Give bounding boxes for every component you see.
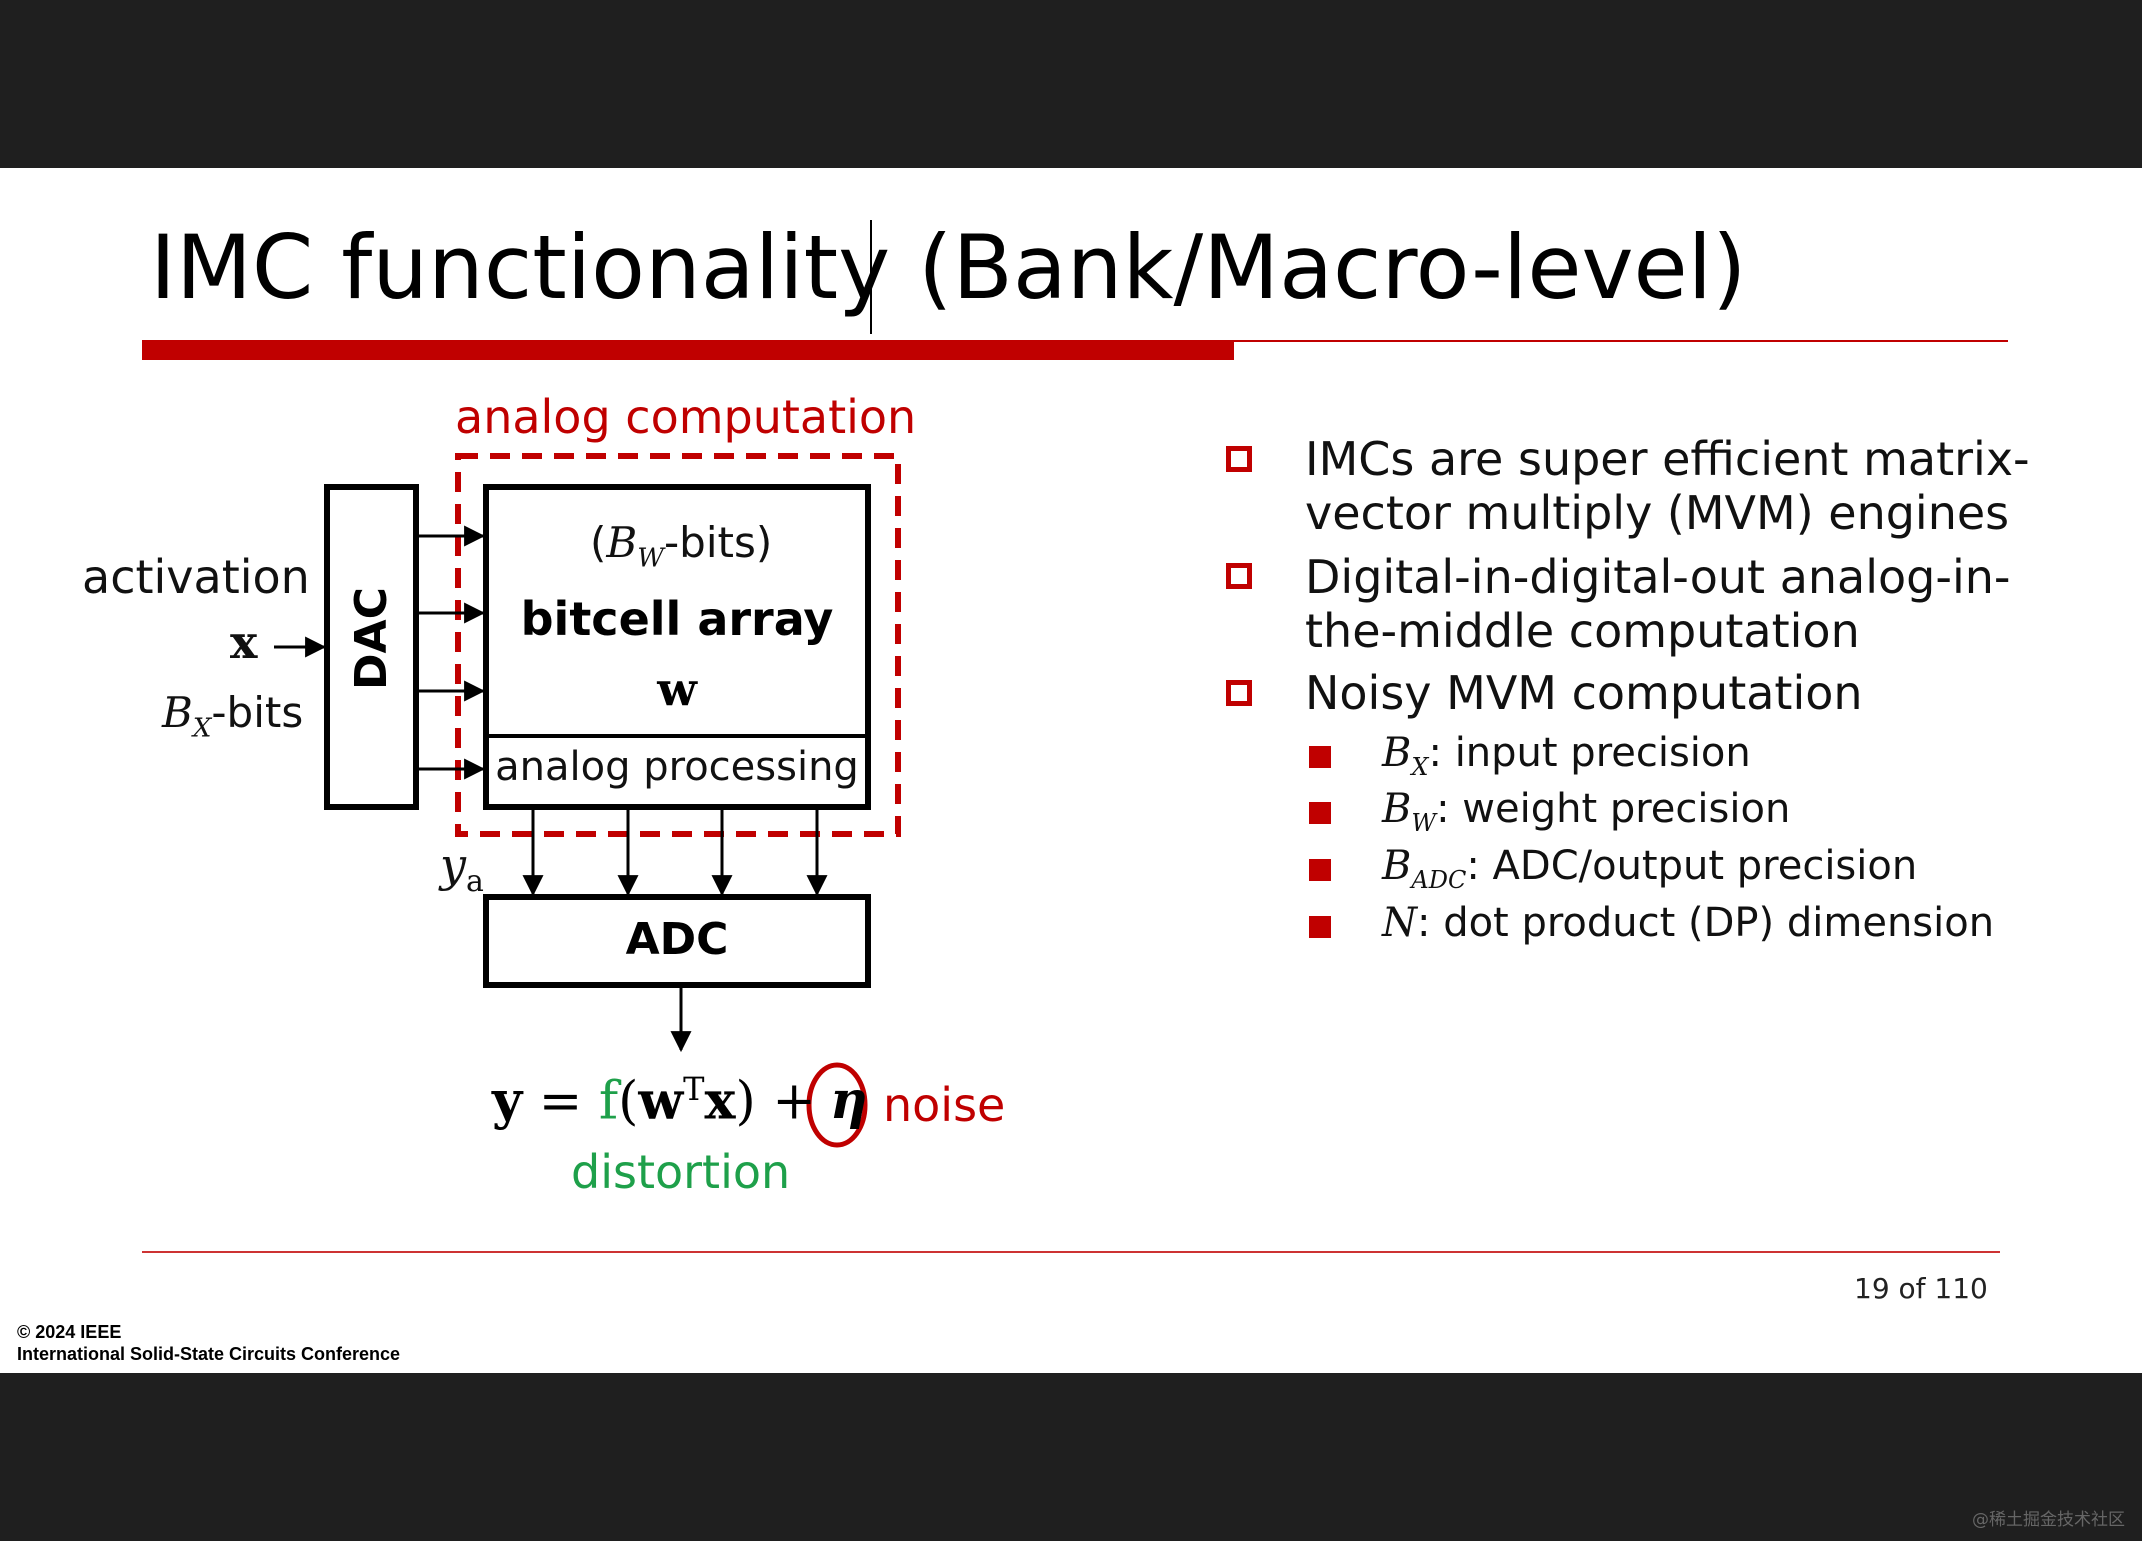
sub-bullet-3: BADC: ADC/output precision [1382, 843, 1918, 894]
copyright-notice: © 2024 IEEE International Solid-State Ci… [17, 1321, 400, 1365]
bullet-2-line-1: Digital-in-digital-out analog-in- [1305, 550, 2011, 604]
input-var-x: x [230, 615, 258, 669]
adc-label: ADC [625, 914, 729, 965]
bullet-marker-3 [1226, 680, 1252, 706]
bullet-2-line-2: the-middle computation [1305, 604, 1860, 658]
bitcell-array-label: bitcell array [520, 592, 834, 646]
bitcell-array-block [483, 484, 871, 810]
watermark: @稀土掘金技术社区 [1972, 1510, 2125, 1530]
analog-processing-label: analog processing [495, 744, 859, 790]
analog-computation-label: analog computation [455, 390, 917, 444]
top-letterbox-bar [0, 0, 2142, 168]
copyright-line-2: International Solid-State Circuits Confe… [17, 1344, 401, 1364]
sub-bullet-marker-3 [1309, 859, 1331, 881]
sub-bullet-marker-2 [1309, 802, 1331, 824]
dac-block [324, 484, 419, 810]
text-cursor [870, 220, 872, 334]
bullet-1-line-1: IMCs are super efficient matrix- [1305, 432, 2030, 486]
copyright-line-1: © 2024 IEEE [17, 1322, 122, 1342]
bullet-1-line-2: vector multiply (MVM) engines [1305, 486, 2010, 540]
distortion-label: distortion [571, 1145, 791, 1199]
dac-label: DAC [346, 587, 397, 690]
activation-label: activation [82, 550, 310, 604]
input-bits-label: BX-bits [162, 688, 304, 744]
sub-bullet-2: BW: weight precision [1382, 786, 1791, 837]
bottom-letterbox-bar [0, 1373, 2142, 1541]
title-underline-thick [142, 342, 1234, 360]
weight-var-w: w [657, 662, 697, 716]
adc-block [483, 894, 871, 988]
noise-circle [806, 1062, 868, 1148]
analog-output-label: ya [440, 838, 484, 900]
page-number: 19 of 110 [1854, 1272, 1988, 1305]
noise-label: noise [883, 1078, 1006, 1132]
footer-rule [142, 1251, 2000, 1253]
analog-computation-region [455, 453, 901, 837]
sub-bullet-4: N: dot product (DP) dimension [1382, 900, 1995, 946]
weight-bits-label: (BW-bits) [590, 518, 773, 574]
bullet-marker-2 [1226, 563, 1252, 589]
sub-bullet-1: BX: input precision [1382, 730, 1751, 781]
sub-bullet-marker-4 [1309, 916, 1331, 938]
bullet-3-line-1: Noisy MVM computation [1305, 666, 1863, 720]
bullet-marker-1 [1226, 446, 1252, 472]
slide-title: IMC functionality (Bank/Macro-level) [150, 216, 1747, 319]
sub-bullet-marker-1 [1309, 746, 1331, 768]
output-equation: y = f(wTx) +η [492, 1070, 868, 1132]
title-underline-thin [142, 340, 2008, 342]
